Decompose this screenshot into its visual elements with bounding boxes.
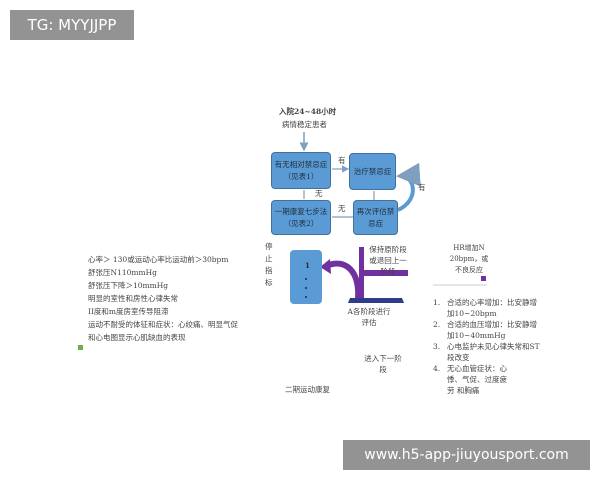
navy-base (348, 298, 404, 303)
stage-bar-number: 1 (305, 261, 310, 270)
criteria-item: 2.合适的血压增加：比安静增加10~40mmHg (433, 320, 537, 340)
criteria-item: 4.无心血管症状：心悸、气促、过度疲劳 和胸痛 (433, 364, 507, 395)
purple-square (481, 276, 486, 281)
box-contraindication-check: 有无相对禁忌症（见表1） (271, 152, 331, 189)
stop-item: 运动不耐受的体征和症状：心绞痛、明显气促 (88, 320, 238, 329)
label-no-1: 无 (315, 189, 323, 198)
stop-item: II度和m度房室传导阻滞 (88, 307, 169, 316)
purple-curve-arrow (324, 260, 362, 301)
criteria-item: 1.合适的心率增加：比安静增加10~20bpm (433, 298, 537, 318)
label-yes-1: 有 (338, 156, 346, 165)
stage-bar (290, 250, 322, 304)
stop-item: 心率＞ 130或运动心率比运动前＞30bpm (88, 255, 229, 264)
criteria-item: 3.心电监护未见心律失常和ST段改变 (433, 342, 540, 362)
stop-item: 舒张压N110mmHg (88, 268, 157, 277)
purple-vertical-bar (359, 247, 364, 299)
start-line2: 病情稳定患者 (282, 120, 327, 129)
label-no-2: 无 (338, 204, 346, 213)
next-stage-text: 进入下一阶段 (364, 354, 402, 374)
green-square (78, 345, 83, 350)
progress-criteria-list: 1.合适的心率增加：比安静增加10~20bpm 2.合适的血压增加：比安静增加1… (433, 297, 543, 396)
box-reassess: 再次评估禁忌症 (353, 200, 398, 235)
stop-item: 舒张压下降＞10mmHg (88, 281, 169, 290)
hr-criteria: HR增加N 20bpm，或不良反应 (449, 244, 489, 274)
stop-item: 和心电图显示心肌缺血的表现 (88, 333, 186, 342)
label-yes-2: 有 (418, 183, 426, 192)
box-phase1-seven-steps: 一期康复七步法（见表2） (271, 200, 331, 235)
box-treat-contraindication: 治疗禁忌症 (349, 153, 396, 190)
stop-title: 停止指标 (265, 242, 273, 287)
start-line1: 入院24~48小时 (279, 107, 337, 116)
stop-item: 明显的室性和房性心律失常 (88, 294, 178, 303)
keep-stage-text: 保持原阶段或退回上一阶段 (369, 245, 407, 276)
stop-criteria-list: 心率＞ 130或运动心率比运动前＞30bpm 舒张压N110mmHg 舒张压下降… (76, 254, 242, 343)
curve-arrow-box4-box2 (396, 162, 421, 212)
phase2-text: 二期运动康复 (285, 385, 330, 394)
watermark-bottom: www.h5-app-jiuyousport.com (343, 440, 590, 470)
evaluate-text: A各阶段进行评估 (347, 307, 391, 327)
purple-horizontal-bar (362, 270, 408, 276)
watermark-top: TG: MYYJJPP (10, 10, 134, 40)
